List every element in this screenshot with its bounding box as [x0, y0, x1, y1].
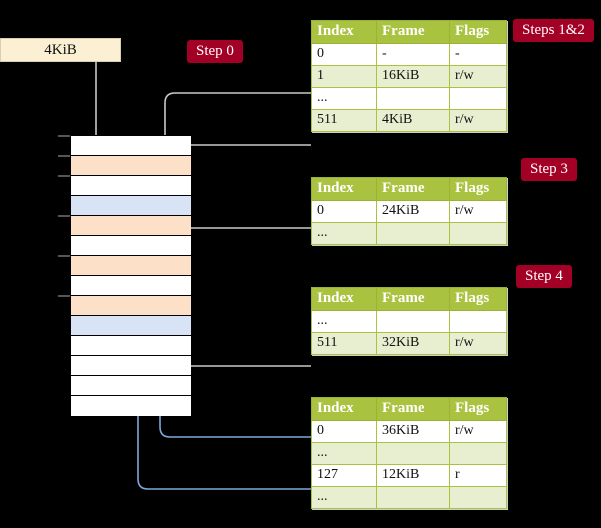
- table-row: 0 - -: [311, 43, 507, 66]
- table-row: ...: [311, 442, 507, 465]
- table-row: 127 12KiB r: [311, 464, 507, 487]
- table-row: 511 4KiB r/w: [311, 109, 507, 132]
- cell-flags: r/w: [449, 200, 507, 223]
- cell-frame: 36KiB: [376, 420, 450, 443]
- cell-index: 511: [311, 109, 377, 132]
- col-index: Index: [311, 397, 377, 421]
- table-step-4: Index Frame Flags ... 511 32KiB r/w: [311, 287, 507, 355]
- memory-tick-mark: [58, 155, 70, 157]
- cell-flags: -: [449, 43, 507, 66]
- cell-flags: r/w: [449, 65, 507, 88]
- table-row: 0 36KiB r/w: [311, 420, 507, 443]
- cell-index: ...: [311, 310, 377, 333]
- cell-index: 1: [311, 65, 377, 88]
- table-steps-1-2: Index Frame Flags 0 - - 1 16KiB r/w ...: [311, 20, 507, 132]
- memory-tick-mark: [58, 255, 70, 257]
- cell-frame: [376, 310, 450, 333]
- cell-index: ...: [311, 222, 377, 245]
- cell-index: 0: [311, 420, 377, 443]
- memory-tick-mark: [58, 135, 70, 137]
- frame-4kib-label: 4KiB: [44, 42, 77, 58]
- memory-frame-row: [71, 176, 191, 196]
- cell-index: 511: [311, 332, 377, 355]
- col-flags: Flags: [449, 397, 507, 421]
- memory-frame-row: [71, 256, 191, 276]
- cell-flags: [449, 87, 507, 110]
- col-index: Index: [311, 20, 377, 44]
- memory-frame-row: [71, 236, 191, 256]
- cell-frame: [376, 486, 450, 509]
- cell-flags: r/w: [449, 109, 507, 132]
- table-final: Index Frame Flags 0 36KiB r/w ... 127 12…: [311, 397, 507, 509]
- col-frame: Frame: [376, 287, 450, 311]
- table-row: ...: [311, 87, 507, 110]
- table-row: ...: [311, 222, 507, 245]
- cell-index: ...: [311, 87, 377, 110]
- memory-tick-mark: [58, 175, 70, 177]
- steps-1-2-label: Steps 1&2: [513, 19, 594, 42]
- col-frame: Frame: [376, 20, 450, 44]
- cell-frame: 4KiB: [376, 109, 450, 132]
- table-header-row: Index Frame Flags: [311, 20, 507, 44]
- memory-frame-row: [71, 196, 191, 216]
- table-row: 1 16KiB r/w: [311, 65, 507, 88]
- memory-frame-row: [71, 216, 191, 236]
- cell-index: 0: [311, 200, 377, 223]
- col-index: Index: [311, 177, 377, 201]
- memory-frame-row: [71, 136, 191, 156]
- col-flags: Flags: [449, 20, 507, 44]
- memory-frame-row: [71, 296, 191, 316]
- memory-frame-row: [71, 276, 191, 296]
- cell-flags: r/w: [449, 420, 507, 443]
- cell-frame: 24KiB: [376, 200, 450, 223]
- col-index: Index: [311, 287, 377, 311]
- step-3-label: Step 3: [521, 158, 577, 181]
- cell-flags: [449, 222, 507, 245]
- wire-step3: [172, 227, 311, 282]
- memory-frame-row: [71, 316, 191, 336]
- cell-frame: [376, 222, 450, 245]
- memory-frame-row: [71, 396, 191, 416]
- cell-frame: [376, 442, 450, 465]
- wire-step4: [165, 308, 311, 367]
- cell-flags: r/w: [449, 332, 507, 355]
- memory-tick-mark: [58, 295, 70, 297]
- cell-flags: r: [449, 464, 507, 487]
- col-flags: Flags: [449, 177, 507, 201]
- table-header-row: Index Frame Flags: [311, 397, 507, 421]
- cell-flags: [449, 442, 507, 465]
- cell-frame: 12KiB: [376, 464, 450, 487]
- memory-tick-mark: [58, 215, 70, 217]
- cell-index: 127: [311, 464, 377, 487]
- cell-flags: [449, 310, 507, 333]
- wire-steps12-b: [172, 144, 311, 238]
- memory-frame-row: [71, 156, 191, 176]
- col-flags: Flags: [449, 287, 507, 311]
- table-row: ...: [311, 486, 507, 509]
- cell-frame: 32KiB: [376, 332, 450, 355]
- cell-index: 0: [311, 43, 377, 66]
- frame-4kib-box: 4KiB: [0, 38, 121, 62]
- memory-frame-row: [71, 376, 191, 396]
- table-row: 0 24KiB r/w: [311, 200, 507, 223]
- cell-frame: -: [376, 43, 450, 66]
- physical-memory-column: [70, 135, 191, 416]
- step-0-label: Step 0: [187, 40, 243, 63]
- table-header-row: Index Frame Flags: [311, 287, 507, 311]
- step-4-label: Step 4: [516, 265, 572, 288]
- memory-frame-row: [71, 356, 191, 376]
- col-frame: Frame: [376, 397, 450, 421]
- cell-flags: [449, 486, 507, 509]
- table-row: 511 32KiB r/w: [311, 332, 507, 355]
- table-step-3: Index Frame Flags 0 24KiB r/w ...: [311, 177, 507, 245]
- memory-frame-row: [71, 336, 191, 356]
- cell-frame: [376, 87, 450, 110]
- cell-frame: 16KiB: [376, 65, 450, 88]
- cell-index: ...: [311, 442, 377, 465]
- table-header-row: Index Frame Flags: [311, 177, 507, 201]
- table-row: ...: [311, 310, 507, 333]
- cell-index: ...: [311, 486, 377, 509]
- col-frame: Frame: [376, 177, 450, 201]
